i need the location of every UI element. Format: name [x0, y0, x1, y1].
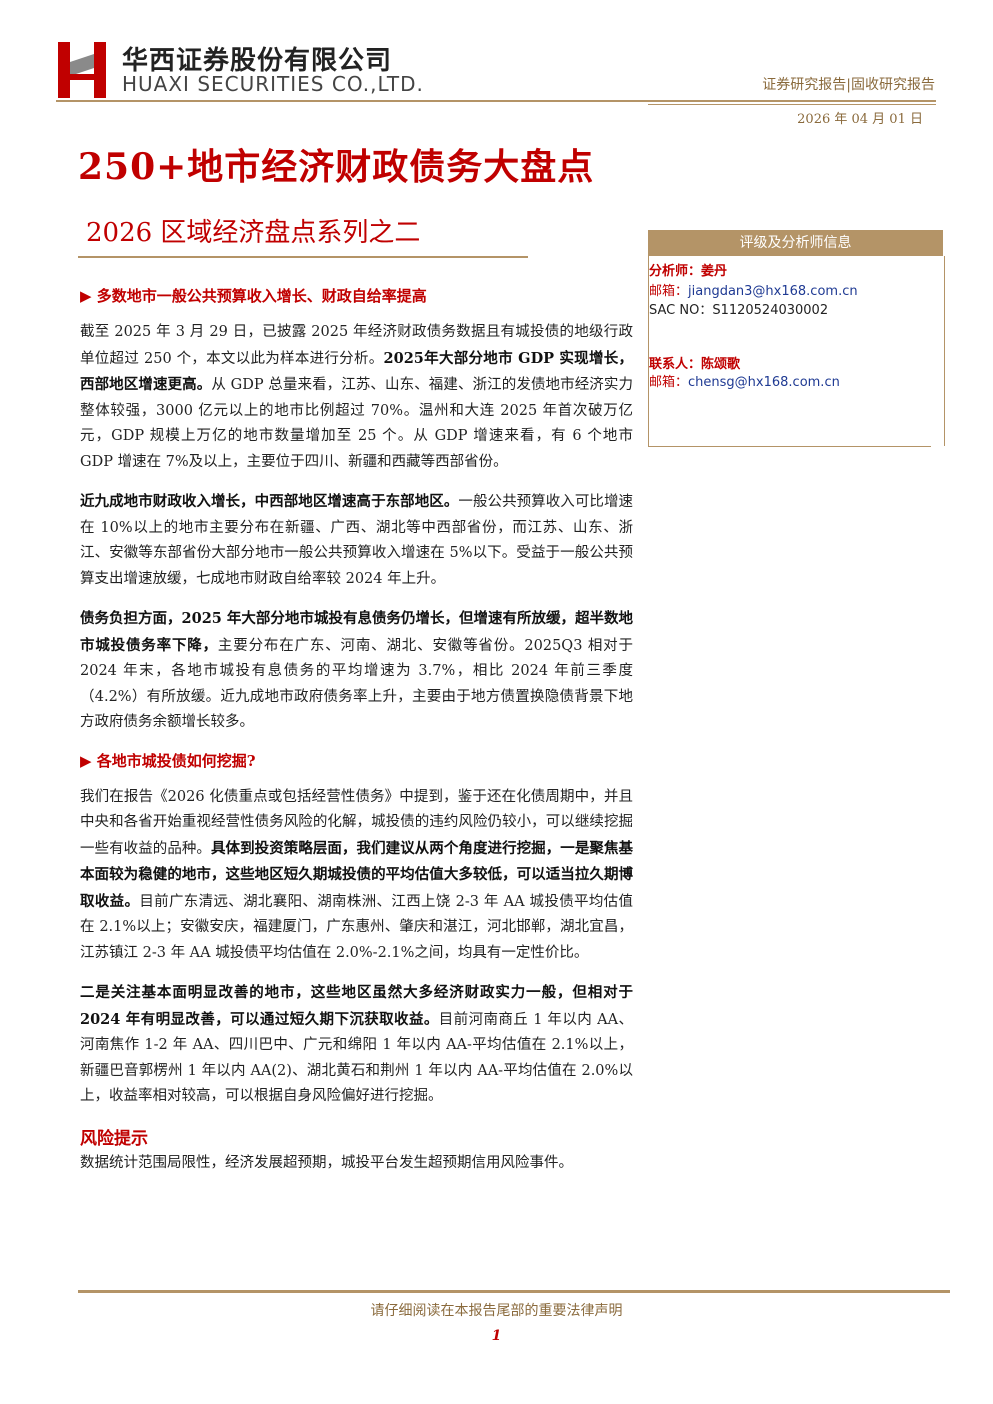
paragraph-strategy-1: 我们在报告《2026 化债重点或包括经营性债务》中提到，鉴于还在化债周期中，并且… [80, 785, 633, 967]
report-type: 证券研究报告|固收研究报告 [762, 77, 935, 93]
contact-line: 联系人：陈颂歌 [649, 356, 740, 374]
legal-notice: 请仔细阅读在本报告尾部的重要法律声明 [370, 1303, 623, 1319]
contact-email-label: 邮箱： [649, 375, 689, 390]
sidebar-panel [648, 256, 945, 446]
report-subtitle: 2026 区域经济盘点系列之二 [86, 218, 421, 248]
paragraph-text: 我们在报告《2026 化债重点或包括经营性债务》中提到，鉴于还在化债周期中，并且… [80, 788, 633, 857]
contact-name: 陈颂歌 [701, 357, 741, 372]
paragraph-emphasis: 二是关注基本面明显改善的地市，这些地区虽然大多经济财政实力一般，但相对于 202… [80, 984, 633, 1028]
huaxi-logo-icon [58, 42, 106, 98]
paragraph-emphasis: 具体到投资策略层面，我们建议从两个角度进行挖掘，一是聚焦基本面较为稳健的地市，这… [80, 839, 634, 910]
sac-label: SAC NO： [649, 303, 713, 318]
paragraph-revenue: 近九成地市财政收入增长，中西部地区增速高于东部地区。一般公共预算收入可比增速在 … [80, 489, 633, 592]
contact-label: 联系人： [649, 357, 702, 372]
company-name-en: HUAXI SECURITIES CO.,LTD. [122, 72, 424, 96]
sac-line: SAC NO：S1120524030002 [649, 302, 828, 320]
subtitle-divider [78, 256, 528, 258]
paragraph-text: 目前广东清远、湖北襄阳、湖南株洲、江西上饶 2-3 年 AA 城投债平均估值在 … [80, 893, 633, 961]
risk-text: 数据统计范围局限性，经济发展超预期，城投平台发生超预期信用风险事件。 [80, 1154, 573, 1171]
company-name-cn: 华西证券股份有限公司 [122, 46, 393, 76]
paragraph-emphasis: 债务负担方面，2025 年大部分地市城投有息债务仍增长，但增速有所放缓，超半数地… [80, 610, 633, 654]
analyst-label: 分析师： [649, 264, 702, 279]
report-date: 2026 年 04 月 01 日 [797, 112, 923, 127]
paragraph-emphasis: 2025年大部分地市 GDP 实现增长，西部地区增速更高。 [80, 349, 633, 394]
section-heading-strategy: ▶ 各地市城投债如何挖掘? [80, 751, 256, 770]
paragraph-text: 从 GDP 总量来看，江苏、山东、福建、浙江的发债地市经济实力整体较强，3000… [80, 377, 633, 470]
header-divider [56, 100, 936, 102]
footer-divider [78, 1290, 950, 1293]
risk-heading: 风险提示 [80, 1128, 148, 1149]
paragraph-gdp: 截至 2025 年 3 月 29 日，已披露 2025 年经济财政债务数据且有城… [80, 320, 633, 475]
paragraph-text: 主要分布在广东、河南、湖北、安徽等省份。2025Q3 相对于 2024 年末，各… [80, 637, 634, 731]
report-title: 250+地市经济财政债务大盘点 [78, 146, 595, 188]
analyst-email-link[interactable]: jiangdan3@hx168.com.cn [688, 284, 858, 299]
section-heading-finance: ▶ 多数地市一般公共预算收入增长、财政自给率提高 [80, 287, 427, 305]
page-number: 1 [491, 1328, 502, 1344]
paragraph-text: 目前河南商丘 1 年以内 AA、河南焦作 1-2 年 AA、四川巴中、广元和绵阳… [80, 1011, 633, 1105]
report-body: ▶ 多数地市一般公共预算收入增长、财政自给率提高 截至 2025 年 3 月 2… [80, 285, 633, 1190]
sac-number: S1120524030002 [712, 303, 829, 318]
paragraph-strategy-2: 二是关注基本面明显改善的地市，这些地区虽然大多经济财政实力一般，但相对于 202… [80, 980, 633, 1110]
sidebar-header: 评级及分析师信息 [648, 230, 943, 256]
contact-email-line: 邮箱：chensg@hx168.com.cn [649, 374, 840, 392]
header-divider-secondary [648, 104, 936, 105]
paragraph-debt: 债务负担方面，2025 年大部分地市城投有息债务仍增长，但增速有所放缓，超半数地… [80, 606, 633, 736]
sidebar-bottom-rule [648, 446, 931, 447]
contact-email-link[interactable]: chensg@hx168.com.cn [688, 375, 840, 390]
paragraph-text: 截至 2025 年 3 月 29 日，已披露 2025 年经济财政债务数据且有城… [80, 324, 633, 367]
analyst-line: 分析师：姜丹 [649, 263, 727, 281]
analyst-name: 姜丹 [701, 264, 728, 279]
paragraph-text: 一般公共预算收入可比增速在 10%以上的地市主要分布在新疆、广西、湖北等中西部省… [80, 494, 633, 587]
analyst-email-label: 邮箱： [649, 284, 689, 299]
paragraph-emphasis: 近九成地市财政收入增长，中西部地区增速高于东部地区。 [80, 493, 459, 510]
analyst-email-line: 邮箱：jiangdan3@hx168.com.cn [649, 283, 858, 301]
